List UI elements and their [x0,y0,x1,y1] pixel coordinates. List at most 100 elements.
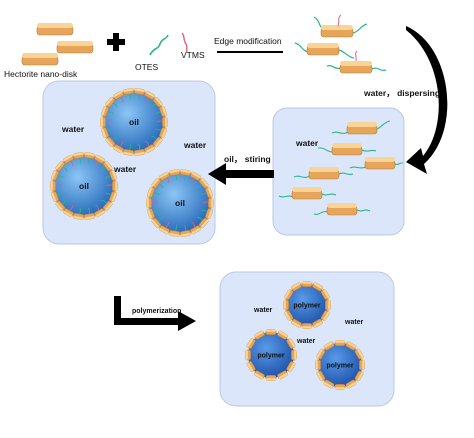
surface-disk [320,289,330,300]
disk [21,53,59,66]
oil-droplets: oil oil oil [50,88,214,237]
surface-disk [159,171,170,181]
vtms-label: VTMS [181,50,205,60]
otes-label: OTES [135,62,158,72]
surface-disk [345,379,357,389]
surface-disk [55,161,66,172]
surface-disk [105,136,116,147]
water-label: water [113,164,137,174]
surface-disk [359,359,365,371]
surface-disk [55,200,66,211]
surface-disk [277,370,288,380]
oil-droplet-label: oil [175,198,185,208]
surface-disk [301,323,313,329]
surface-disk [205,208,214,219]
surface-disk [254,330,265,340]
surface-disk [134,88,145,95]
surface-disk [73,152,84,159]
surface-disk [334,340,346,346]
modified-disk [278,187,337,200]
surface-disk [112,180,118,192]
surface-disk [320,310,330,321]
surface-disk [180,230,191,237]
modified-disk [313,203,371,216]
surface-disk [254,370,265,380]
water-label: water [61,124,85,134]
water-label: water [295,138,319,148]
vtms-chain-icon [181,32,188,53]
surface-disk [159,225,170,235]
surface-disk [123,149,134,156]
surface-disk [205,187,214,198]
modified-disks [294,14,387,74]
modified-disk [313,14,368,38]
surface-disk [325,299,331,311]
surface-disk [301,281,313,287]
water-label: water [344,319,364,326]
surface-disk [144,90,155,100]
water-label: water [183,140,207,150]
surface-disk [102,161,113,172]
surface-disk [354,370,364,382]
disk [56,41,94,54]
surface-disk [151,217,162,228]
modified-disk [293,167,354,180]
surface-disk [146,208,155,219]
surface-disk [159,127,168,138]
surface-disk [180,169,191,176]
surface-disk [102,200,113,211]
surface-disk [190,171,201,181]
hectorite-disks [21,23,94,66]
surface-disk [151,178,162,189]
surface-disk [159,106,168,117]
oil-stiring-label: oil， stiring [224,154,271,164]
surface-disk [316,370,326,382]
surface-disk [94,208,105,218]
modified-disk [326,50,387,74]
surface-disk [323,379,335,389]
surface-disk [100,106,109,117]
surface-disk [208,197,214,209]
polymerization-label: polymerization [132,308,181,315]
surface-disk [190,225,201,235]
surface-disk [123,88,134,95]
surface-disk [316,348,326,360]
surface-disk [84,213,95,220]
surface-disk [146,197,152,209]
surface-disk [63,208,74,218]
curved-arrow-icon [406,26,448,174]
surface-disk [286,361,296,372]
water-label: water [296,338,316,345]
surface-disk [50,170,59,181]
surface-disk [100,116,106,128]
surface-disk [334,384,346,390]
surface-disk [152,97,163,108]
surface-disk [312,318,323,328]
disk [36,23,74,36]
surface-disk [283,299,289,311]
surface-disk [277,330,288,340]
surface-disk [109,170,118,181]
modified-disk [349,157,404,170]
surface-disk [100,127,109,138]
surface-disk [284,289,294,300]
surface-disk [246,338,256,349]
surface-disk [291,349,297,361]
surface-disk [105,97,116,108]
modified-disk [331,120,391,135]
surface-disk [113,90,124,100]
surface-disk [152,136,163,147]
surface-disk [246,361,256,372]
surface-disk [94,154,105,164]
edge-modification-label: Edge modification [214,36,282,46]
oil-droplet-label: oil [129,117,139,127]
oil-droplet: oil [50,152,118,220]
otes-chain-icon [149,34,169,56]
polymer-sphere: polymer [315,340,365,390]
oil-droplet-label: oil [79,181,89,191]
surface-disk [169,169,180,176]
polymer-sphere-label: polymer [293,302,321,309]
surface-disk [286,338,296,349]
surface-disk [291,282,302,292]
